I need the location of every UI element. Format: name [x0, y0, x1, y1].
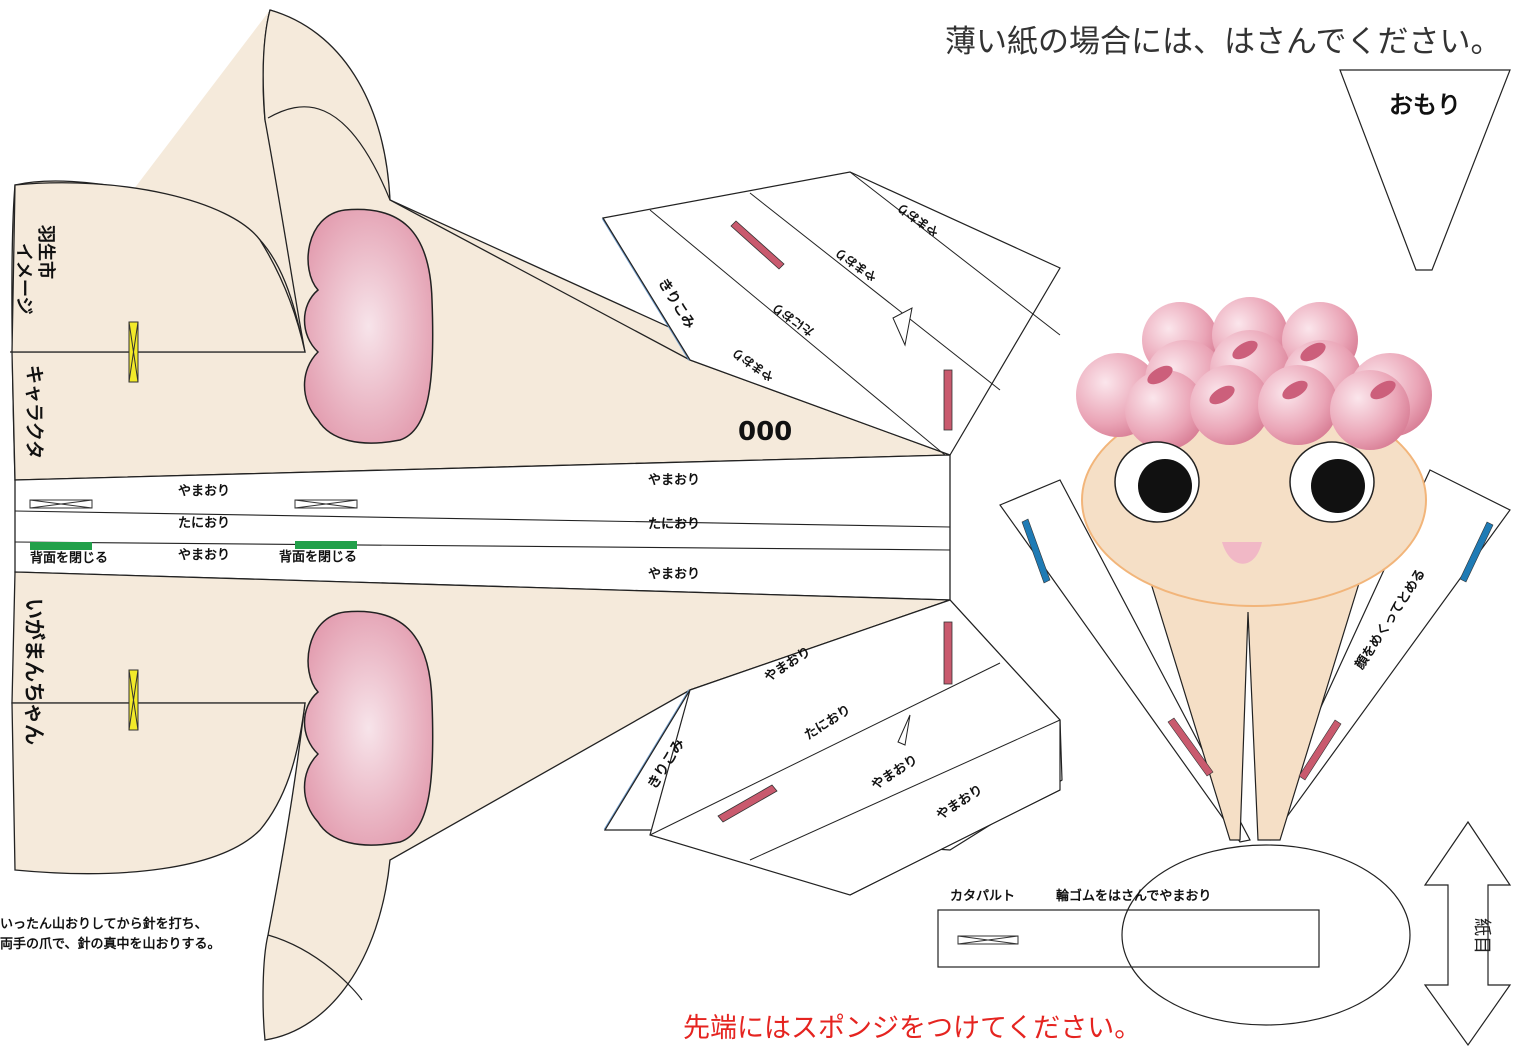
catapult-piece — [937, 844, 1411, 1026]
svg-text:羽生市: 羽生市 — [35, 225, 57, 279]
instruction-line-1: いったん山おりしてから針を打ち、 — [0, 916, 208, 932]
thin-paper-note: 薄い紙の場合には、はさんでください。 — [945, 24, 1501, 60]
sponge-note: 先端にはスポンジをつけてください。 — [683, 1013, 1141, 1044]
weight-label: おもり — [1389, 91, 1461, 119]
city-label: 羽生市 イメージ — [13, 225, 57, 315]
ear-top — [303, 208, 434, 444]
character-label: キャラクタ — [23, 365, 45, 459]
wing-body — [10, 9, 951, 1041]
svg-text:イメージ: イメージ — [13, 243, 34, 315]
left-flap-top — [11, 182, 306, 353]
mascot-figure — [999, 297, 1511, 843]
catapult-label: カタパルト — [950, 889, 1015, 904]
weight-piece — [1339, 69, 1511, 271]
fold-tani: たにおり — [648, 517, 700, 532]
close-back-label: 背面を閉じる — [279, 549, 357, 565]
instruction-line-2: 両手の爪で、針の真中を山おりする。 — [0, 936, 220, 952]
close-back-label: 背面を閉じる — [30, 550, 108, 566]
rubber-note: 輪ゴムをはさんでやまおり — [1056, 888, 1211, 904]
ear-bottom — [303, 610, 434, 846]
fold-yama: やまおり — [178, 548, 230, 563]
wing-badge: 000 — [738, 417, 792, 447]
wingtip-arc-bottom — [267, 934, 363, 1001]
fold-tani: たにおり — [178, 516, 230, 531]
lower-wing-fill — [11, 571, 951, 1041]
mascot-name-label: いがまんちゃん — [22, 598, 46, 745]
wingtip-arc-top — [267, 106, 391, 201]
upper-wing-fill — [11, 9, 951, 481]
fold-yama: やまおり — [648, 567, 700, 582]
fold-yama: やまおり — [648, 473, 700, 488]
left-flap-bottom — [11, 702, 306, 875]
grain-arrow — [1423, 820, 1512, 1047]
fold-yama: やまおり — [178, 484, 230, 499]
grain-label: 紙目 — [1471, 918, 1492, 954]
tail-panels — [602, 171, 1063, 896]
